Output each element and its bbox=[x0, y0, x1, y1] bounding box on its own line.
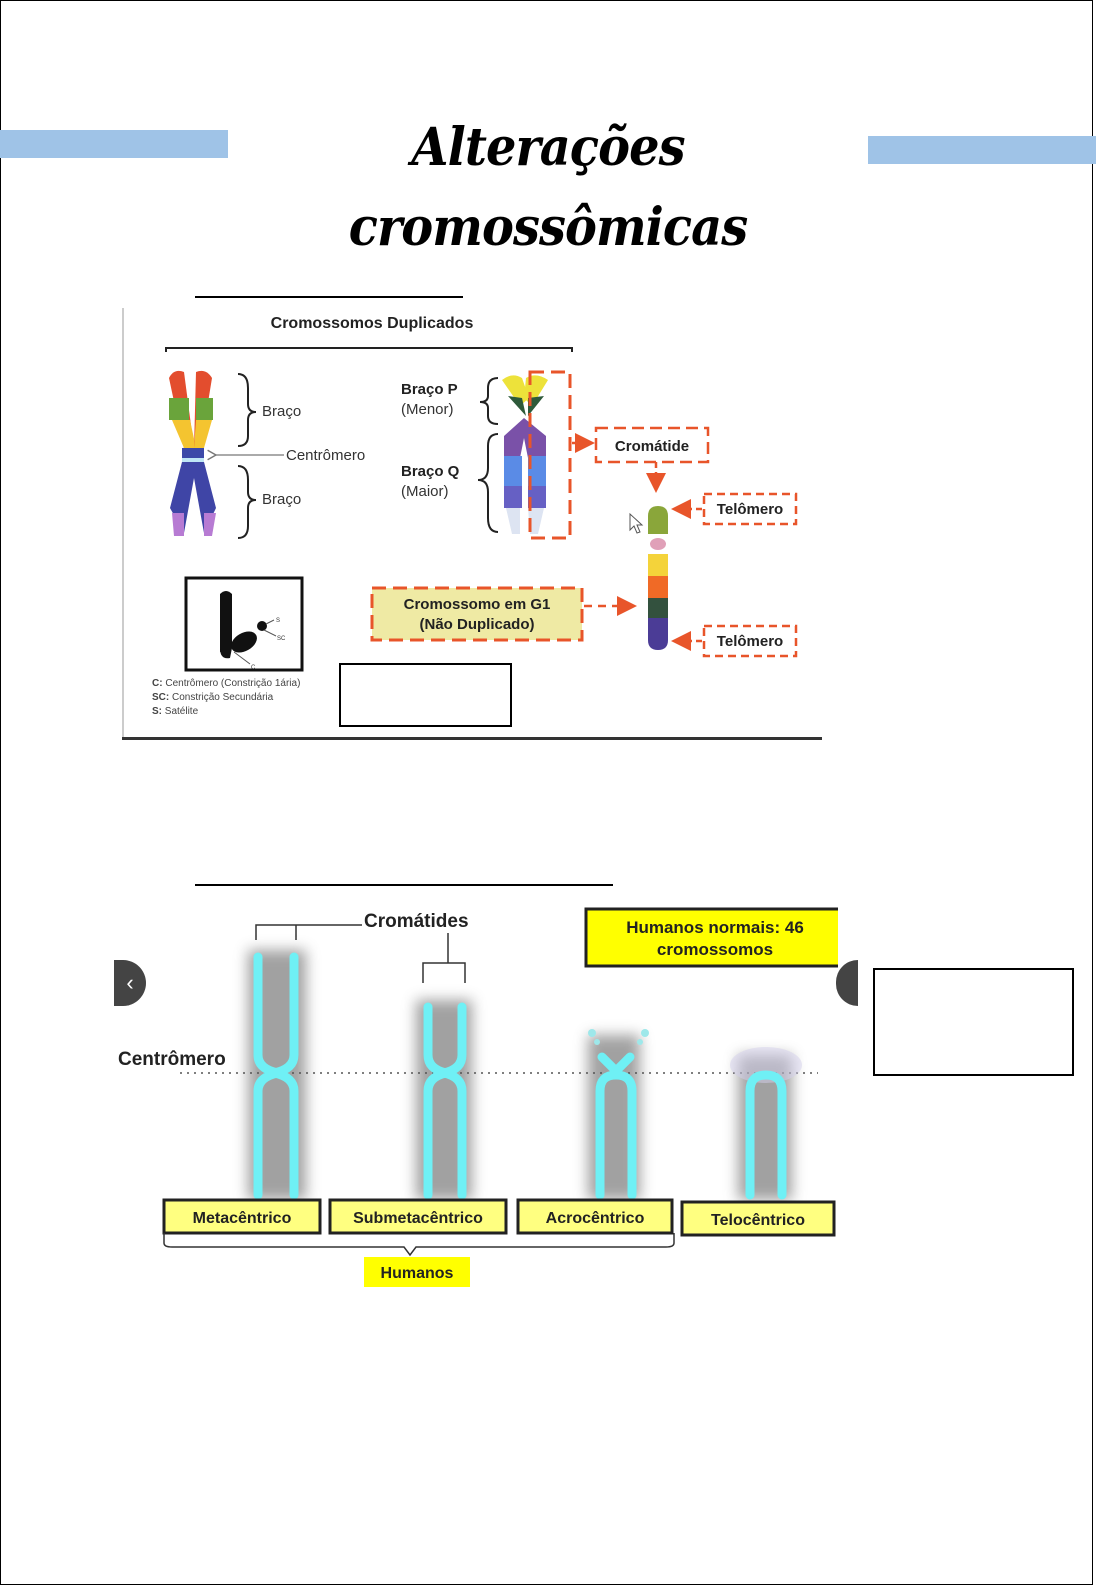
label-chromatids: Cromátides bbox=[364, 911, 469, 932]
type-label-metacentric-text: Metacêntrico bbox=[193, 1210, 292, 1227]
inset-mark-s: S bbox=[276, 618, 280, 624]
inset-legend: C: Centrômero (Constrição 1ária) SC: Con… bbox=[152, 678, 300, 717]
humans-label-box bbox=[364, 1257, 470, 1287]
type-label-metacentric: Metacêntrico bbox=[162, 1198, 322, 1235]
label-telomere-top: Telômero bbox=[717, 501, 783, 518]
chromatid-label-box bbox=[594, 426, 710, 464]
chromatids-bracket-left bbox=[255, 924, 362, 940]
figure2-svg: Cromátides Humanos normais: 46 cromossom… bbox=[118, 907, 846, 1287]
legend-key-c: C: bbox=[152, 678, 163, 689]
blank-answer-box-2[interactable] bbox=[873, 968, 1074, 1076]
satellite-chromosome-diagram bbox=[220, 591, 277, 665]
chromosome-telocentric bbox=[745, 1070, 787, 1200]
inset-mark-c: C bbox=[251, 665, 256, 671]
legend-key-s: S: bbox=[152, 706, 162, 717]
type-label-submetacentric: Submetacêntrico bbox=[328, 1198, 508, 1235]
legend-text-sc: Constrição Secundária bbox=[172, 692, 274, 703]
acrocentric-satellites bbox=[588, 1029, 649, 1045]
telocentric-halo bbox=[730, 1047, 802, 1083]
brace-arm-top bbox=[237, 373, 257, 447]
type-label-acrocentric-text: Acrocêntrico bbox=[546, 1210, 645, 1227]
blank-answer-box-1[interactable] bbox=[339, 663, 512, 727]
label-centromere: Centrômero bbox=[286, 447, 365, 464]
label-arm-q: Braço Q bbox=[401, 463, 460, 480]
chromatid-dashed-box bbox=[528, 370, 572, 540]
page-title: Alterações cromossômicas bbox=[348, 117, 748, 258]
chromosome-p-q bbox=[502, 375, 548, 534]
g1-label-box bbox=[370, 586, 584, 642]
telomere-top-box bbox=[702, 492, 798, 526]
brace-arm-p bbox=[479, 377, 499, 425]
type-label-acrocentric: Acrocêntrico bbox=[516, 1198, 674, 1235]
brace-arm-q bbox=[477, 433, 499, 533]
g1-chromosome bbox=[648, 506, 668, 650]
type-label-submetacentric-text: Submetacêntrico bbox=[353, 1210, 483, 1227]
satellite-inset-box bbox=[184, 576, 304, 672]
chromosome-acrocentric bbox=[595, 1052, 637, 1200]
chromatids-bracket-right bbox=[422, 933, 466, 983]
label-arm-p: Braço P bbox=[401, 381, 458, 398]
info-box-line2: cromossomos bbox=[657, 940, 773, 959]
label-g1-line2: (Não Duplicado) bbox=[420, 616, 535, 633]
svg-text:S: Satélite: S: Satélite bbox=[152, 706, 199, 717]
figure1-svg: Cromossomos Duplicados Braço Centrômero … bbox=[152, 315, 798, 717]
info-box-line1: Humanos normais: 46 bbox=[626, 918, 804, 937]
label-arm-q-sub: (Maior) bbox=[401, 483, 449, 500]
duplicated-chromosome-x bbox=[169, 370, 216, 536]
type-label-telocentric: Telocêntrico bbox=[680, 1200, 836, 1237]
inset-mark-sc: SC bbox=[277, 636, 286, 642]
mouse-cursor-icon bbox=[629, 512, 644, 534]
info-box bbox=[584, 907, 846, 968]
label-arm-p-sub: (Menor) bbox=[401, 401, 454, 418]
chevron-left-icon: ‹ bbox=[126, 970, 134, 995]
legend-key-sc: SC: bbox=[152, 692, 169, 703]
carousel-next-button[interactable] bbox=[836, 960, 858, 1006]
top-bracket bbox=[165, 347, 573, 352]
label-humans: Humanos bbox=[381, 1265, 454, 1282]
chromosome-shadows bbox=[248, 950, 792, 1200]
chromosome-submetacentric bbox=[423, 1002, 467, 1200]
title-band-left bbox=[0, 130, 228, 158]
label-g1-line1: Cromossomo em G1 bbox=[404, 596, 551, 613]
svg-text:C: Centrômero (Constrição 1ári: C: Centrômero (Constrição 1ária) bbox=[152, 678, 300, 689]
label-centromere-2: Centrômero bbox=[118, 1049, 226, 1070]
humans-bracket bbox=[163, 1233, 675, 1257]
legend-text-c: Centrômero (Constrição 1ária) bbox=[165, 678, 300, 689]
brace-arm-bottom bbox=[237, 465, 257, 539]
label-arm-bottom: Braço bbox=[262, 491, 301, 508]
figure1-heading: Cromossomos Duplicados bbox=[271, 315, 474, 332]
section1-heading-line bbox=[195, 296, 463, 298]
figure-chromosome-types: Cromátides Humanos normais: 46 cromossom… bbox=[114, 905, 858, 1315]
legend-text-s: Satélite bbox=[165, 706, 199, 717]
label-telomere-bottom: Telômero bbox=[717, 633, 783, 650]
label-arm-top: Braço bbox=[262, 403, 301, 420]
telomere-bottom-box bbox=[702, 624, 798, 658]
type-label-telocentric-text: Telocêntrico bbox=[711, 1212, 805, 1229]
title-band-right bbox=[868, 136, 1096, 164]
section2-heading-line bbox=[195, 884, 613, 886]
svg-text:SC: Constrição Secundária: SC: Constrição Secundária bbox=[152, 692, 274, 703]
chromosome-metacentric bbox=[253, 952, 299, 1200]
figure1-bottom-border bbox=[122, 737, 822, 740]
label-chromatid: Cromátide bbox=[615, 438, 689, 455]
